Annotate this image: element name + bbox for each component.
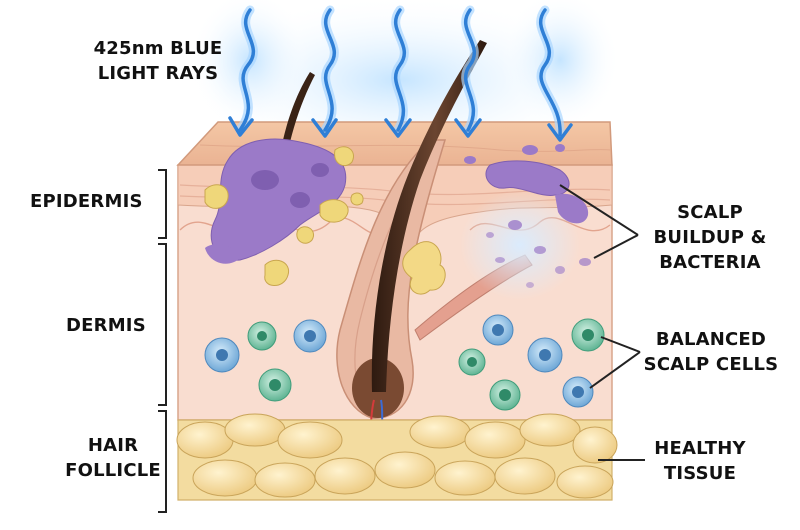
hair-follicle-bracket: [158, 410, 167, 513]
healthy-tissue-label: HEALTHY TISSUE: [640, 436, 760, 486]
blue-light-label-line-1: 425nm BLUE: [93, 38, 223, 59]
cells-leader-2: [589, 351, 641, 389]
scalp-buildup-label-line-3: BACTERIA: [659, 252, 761, 273]
light-ray: [228, 5, 258, 137]
cell-blue: [482, 314, 514, 346]
cell-blue: [204, 337, 240, 373]
buildup-leader-2: [593, 234, 639, 259]
balanced-cells-label-line-2: SCALP CELLS: [643, 354, 779, 375]
hair-follicle-label-line-2: FOLLICLE: [65, 460, 161, 481]
leader-lines: [559, 184, 645, 461]
cell-green: [458, 348, 486, 376]
healthy-tissue-label-line-2: TISSUE: [663, 463, 737, 484]
blue-light-rays: [228, 5, 573, 142]
cell-green: [247, 321, 277, 351]
scalp-buildup-label: SCALP BUILDUP & BACTERIA: [640, 200, 780, 275]
healthy-tissue-layer: [176, 413, 618, 501]
dermis-label-text: DERMIS: [66, 315, 146, 336]
scalp-buildup-label-line-1: SCALP: [677, 202, 743, 223]
epidermis-label-text: EPIDERMIS: [30, 191, 143, 212]
balanced-scalp-cells: [204, 314, 605, 411]
cell-green: [571, 318, 605, 352]
dermis-label: DERMIS: [66, 313, 146, 338]
light-ray: [454, 5, 482, 138]
balanced-cells-label-line-1: BALANCED: [655, 329, 767, 350]
cell-blue: [293, 319, 327, 353]
healthy-tissue-label-line-1: HEALTHY: [654, 438, 746, 459]
blue-light-label-line-2: LIGHT RAYS: [97, 63, 219, 84]
dermis-bracket: [158, 243, 167, 406]
light-ray: [311, 5, 339, 138]
hair-follicle: [283, 40, 533, 449]
cell-green: [489, 379, 521, 411]
balanced-cells-label: BALANCED SCALP CELLS: [636, 327, 786, 377]
epidermis-label: EPIDERMIS: [30, 189, 143, 214]
scalp-buildup-label-line-2: BUILDUP &: [653, 227, 767, 248]
cell-blue: [527, 337, 563, 373]
light-ray: [536, 5, 573, 142]
epidermis-bracket: [158, 169, 167, 239]
hair-follicle-label: HAIR FOLLICLE: [58, 433, 168, 483]
cell-green: [258, 368, 292, 402]
light-ray: [384, 5, 412, 138]
scalp-buildup-left: [204, 138, 364, 286]
buildup-leader-1: [559, 184, 639, 236]
blue-light-label: 425nm BLUE LIGHT RAYS: [78, 36, 238, 86]
layer-brackets: [158, 169, 167, 513]
scalp-buildup-right: [460, 144, 591, 300]
cell-blue: [562, 376, 594, 408]
cells-leader-1: [600, 336, 641, 353]
hair-follicle-label-line-1: HAIR: [87, 435, 139, 456]
